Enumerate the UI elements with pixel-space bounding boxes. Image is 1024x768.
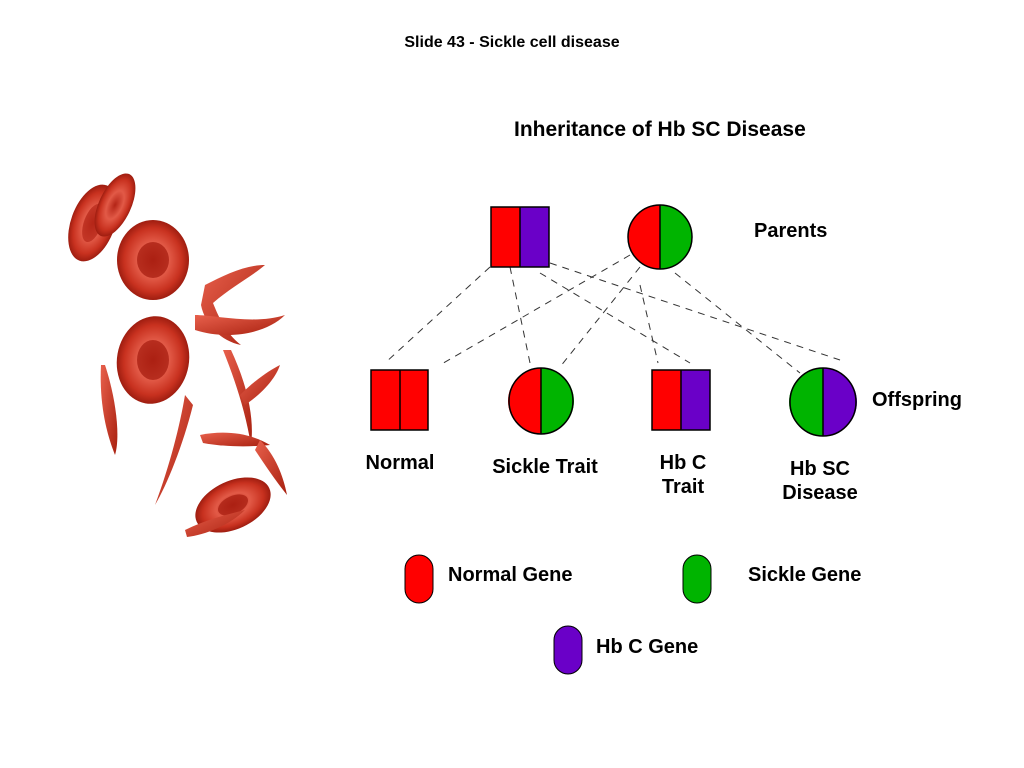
blood-cells-illustration bbox=[55, 165, 305, 555]
offspring-label-line1: Hb SC bbox=[790, 458, 850, 480]
offspring-sickle-trait-symbol bbox=[508, 367, 574, 435]
offspring-label-line1: Normal bbox=[365, 452, 435, 474]
offspring-hbsc-disease-symbol bbox=[789, 367, 857, 437]
sickle-red-cell bbox=[195, 315, 285, 335]
sickle-red-cell bbox=[240, 365, 280, 405]
inheritance-diagram: Inheritance of Hb SC Disease Parents Off… bbox=[340, 105, 1000, 705]
offspring-label-line2: Disease bbox=[782, 482, 858, 504]
inheritance-lines bbox=[384, 254, 841, 374]
normal-red-cell bbox=[94, 173, 136, 237]
normal-red-cell bbox=[116, 316, 190, 404]
legend-hbc-gene-label: Hb C Gene bbox=[596, 636, 699, 658]
offspring-label-sickle-trait: Sickle Trait bbox=[480, 455, 610, 479]
legend-sickle-gene-swatch bbox=[682, 554, 712, 604]
sickle-red-cell bbox=[185, 510, 245, 537]
offspring-label: Offspring bbox=[872, 389, 962, 411]
sickle-red-cell bbox=[155, 395, 193, 505]
offspring-label-hbsc-disease: Hb SC Disease bbox=[770, 457, 870, 505]
offspring-label-normal: Normal bbox=[350, 451, 450, 475]
normal-red-cell bbox=[117, 220, 189, 300]
legend-sickle-gene-label: Sickle Gene bbox=[748, 564, 862, 586]
offspring-label-hbc-trait: Hb C Trait bbox=[638, 451, 728, 499]
legend-normal-gene-label: Normal Gene bbox=[448, 564, 573, 586]
father-symbol bbox=[490, 206, 550, 268]
offspring-label-line1: Sickle Trait bbox=[492, 456, 598, 478]
slide-title: Slide 43 - Sickle cell disease bbox=[404, 34, 620, 51]
mother-symbol bbox=[627, 204, 693, 270]
sickle-red-cell bbox=[255, 440, 287, 495]
sickle-red-cell bbox=[100, 365, 118, 455]
legend-normal-gene-swatch bbox=[404, 554, 434, 604]
legend-hbc-gene-swatch bbox=[553, 625, 583, 675]
sickle-red-cell bbox=[200, 432, 270, 447]
offspring-hbc-trait-symbol bbox=[651, 369, 711, 431]
diagram-title: Inheritance of Hb SC Disease bbox=[514, 118, 806, 141]
offspring-normal-symbol bbox=[370, 369, 429, 431]
offspring-label-line2: Trait bbox=[661, 476, 705, 498]
offspring-label-line1: Hb C bbox=[659, 452, 707, 474]
parents-label: Parents bbox=[754, 220, 828, 242]
